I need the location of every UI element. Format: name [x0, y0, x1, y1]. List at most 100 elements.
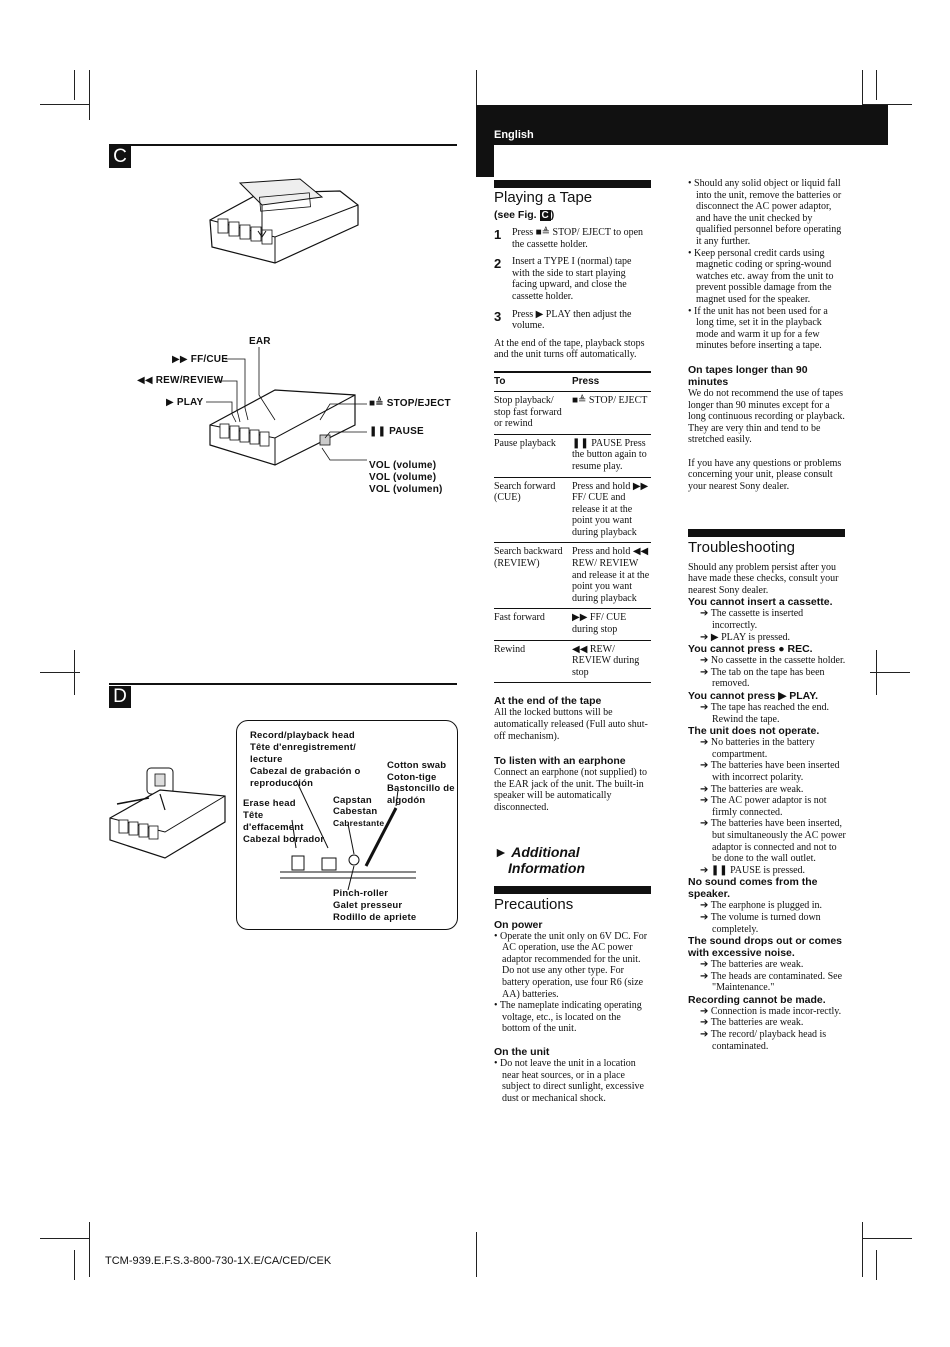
- section-bar: [494, 885, 651, 894]
- step-number: 2: [494, 256, 502, 272]
- see-fig-close: ): [550, 209, 555, 221]
- language-label: English: [494, 129, 534, 141]
- table-cell-press: Press and hold ◀◀ REW/ REVIEW and releas…: [572, 546, 650, 604]
- crop-mark: [870, 672, 910, 673]
- label-ff-cue: ▶▶ FF/CUE: [172, 354, 229, 365]
- label-rec-head-3: lecture: [250, 754, 283, 765]
- column-2: • Should any solid object or liquid fall…: [688, 178, 846, 1052]
- step-number: 1: [494, 227, 502, 242]
- table-head-to: To: [494, 375, 506, 387]
- cassette-head-illustration: [109, 767, 226, 859]
- crop-mark: [862, 70, 863, 120]
- crop-mark: [40, 1238, 90, 1239]
- troubleshooting-title: Troubleshooting: [688, 538, 796, 556]
- crop-mark: [40, 672, 80, 673]
- crop-mark: [89, 1222, 90, 1277]
- label-stop-eject: ■≜ STOP/EJECT: [369, 398, 451, 409]
- additional-info-heading: ► Additional Information: [494, 844, 651, 876]
- problem-cause: ➔ No batteries in the battery compartmen…: [700, 737, 815, 760]
- crop-mark: [74, 70, 75, 100]
- head-detail-drawing: [280, 779, 416, 891]
- label-erase-1: Erase head: [243, 798, 296, 809]
- on-unit-heading: On the unit: [494, 1045, 550, 1058]
- step-1: 1 Press ■≜ STOP/ EJECT to open the casset…: [494, 227, 651, 250]
- on-power-heading: On power: [494, 918, 543, 931]
- label-pinch-2: Galet presseur: [333, 900, 403, 911]
- table-row: Stop playback/ stop fast forward or rewi…: [494, 392, 651, 435]
- crop-mark: [876, 70, 877, 100]
- crop-mark: [862, 104, 912, 105]
- table-header: To Press: [494, 373, 651, 392]
- crop-mark: [74, 650, 75, 695]
- language-header-tab: [476, 145, 494, 177]
- section-bar: [688, 528, 845, 537]
- crop-mark: [74, 1250, 75, 1280]
- problem-heading: You cannot insert a cassette.: [688, 596, 833, 609]
- problem-cause: ➔ The volume is turned down completely.: [700, 911, 821, 935]
- label-rec-head-2: Tête d'enregistrement/: [250, 742, 356, 753]
- problem-cause: ➔ The tape has reached the end. Rewind t…: [700, 702, 829, 725]
- label-erase-4: Cabezal borrador: [243, 834, 325, 845]
- table-row: Fast forward▶▶ FF/ CUE during stop: [494, 609, 651, 641]
- table-row: Pause playback❚❚ PAUSE Press the button …: [494, 435, 651, 478]
- earphone-heading: To listen with an earphone: [494, 755, 626, 768]
- label-rec-head-1: Record/playback head: [250, 730, 355, 741]
- table-cell-to: Stop playback/ stop fast forward or rewi…: [494, 394, 562, 430]
- label-capstan-2: Cabestan: [333, 806, 378, 817]
- additional-line-2: Information: [508, 859, 585, 876]
- label-cotton-4: algodón: [387, 795, 426, 806]
- label-play: ▶ PLAY: [166, 397, 204, 408]
- on-unit-item: • Do not leave the unit in a location ne…: [494, 1057, 644, 1104]
- crop-mark: [876, 1250, 877, 1280]
- label-ear: EAR: [249, 336, 271, 347]
- step-text: Press ▶ PLAY then adjust the volume.: [512, 308, 632, 332]
- problem-cause: ➔ The earphone is plugged in.: [700, 900, 823, 912]
- label-vol-1: VOL (volume): [369, 460, 437, 471]
- section-bar: [494, 180, 651, 188]
- crop-mark: [89, 70, 90, 120]
- on-power-item: • Operate the unit only on 6V DC. For AC…: [494, 930, 648, 1000]
- table-head-press: Press: [572, 375, 600, 387]
- see-fig-letter: C: [539, 210, 551, 221]
- label-vol-3: VOL (volumen): [369, 484, 443, 495]
- cassette-player-illustration-top: [209, 178, 359, 264]
- precautions-title: Precautions: [494, 895, 574, 913]
- end-of-tape-note: At the end of the tape, playback stops a…: [494, 337, 645, 361]
- precaution-item: • Should any solid object or liquid fall…: [688, 178, 842, 247]
- label-rec-head-5: reproducción: [250, 778, 314, 789]
- problem-cause: ➔ The cassette is inserted incorrectly.: [700, 608, 804, 632]
- problem-cause: ➔ The record/ playback head is contamina…: [700, 1029, 827, 1052]
- crop-mark: [476, 70, 477, 110]
- additional-line-1: ► Additional: [494, 843, 580, 860]
- problem-cause: ➔ The batteries are weak.: [700, 1017, 804, 1029]
- language-header-bar: [476, 105, 888, 145]
- on-power-item: • The nameplate indicating operating vol…: [494, 1000, 642, 1035]
- see-fig-text: (see Fig.: [494, 209, 537, 221]
- end-tape-text: All the locked buttons will be automatic…: [494, 707, 648, 742]
- see-figure-ref: (see Fig. C): [494, 209, 651, 221]
- label-cotton-3: Bastoncillo de: [387, 783, 455, 794]
- crop-mark: [862, 1238, 912, 1239]
- crop-mark: [476, 1232, 477, 1277]
- problem-heading: The unit does not operate.: [688, 725, 820, 738]
- figure-c-rule: [109, 144, 457, 146]
- figure-c-letter: C: [109, 146, 131, 168]
- figure-c-leader-lines: [206, 347, 367, 461]
- table-row: Search forward (CUE)Press and hold ▶▶ FF…: [494, 478, 651, 544]
- table-cell-to: Pause playback: [494, 437, 556, 449]
- table-cell-to: Search backward (REVIEW): [494, 546, 563, 570]
- precaution-item: • Keep personal credit cards using magne…: [688, 247, 834, 305]
- problem-cause: ➔ The tab on the tape has been removed.: [700, 666, 825, 690]
- crop-mark: [862, 1222, 863, 1277]
- problem-cause: ➔ The AC power adaptor is not firmly con…: [700, 795, 827, 818]
- crop-mark: [40, 104, 90, 105]
- label-pause: ❚❚ PAUSE: [369, 426, 424, 437]
- footer-part-code: TCM-939.E.F.S.3-800-730-1X.E/CA/CED/CEK: [105, 1255, 332, 1267]
- step-text: Insert a TYPE I (normal) tape with the s…: [512, 256, 632, 302]
- step-text: Press ■≜ STOP/ EJECT to open the cassett…: [512, 227, 644, 250]
- table-cell-press: Press and hold ▶▶ FF/ CUE and release it…: [572, 480, 649, 538]
- problem-heading: You cannot press ● REC.: [688, 643, 813, 656]
- problem-cause: ➔ No cassette in the cassette holder.: [700, 655, 846, 667]
- label-rec-head-4: Cabezal de grabación o: [250, 766, 361, 777]
- label-pinch-3: Rodillo de apriete: [333, 912, 417, 923]
